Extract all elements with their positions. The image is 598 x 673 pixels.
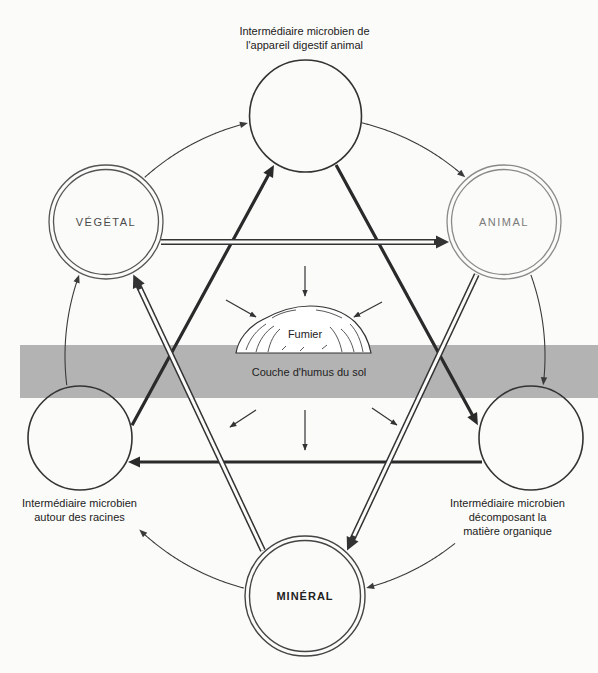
outer-ring: [28, 386, 132, 490]
flow-arrow: [230, 410, 256, 427]
hollow-triangle-arrow: [161, 236, 449, 249]
flow-arrow: [304, 410, 305, 450]
cycle-circle: Intermédiaire microbien décomposant la m…: [450, 383, 586, 538]
arrowhead: [133, 275, 145, 290]
node-label: Couche d'humus du sol: [251, 365, 367, 379]
flow-arrow: [354, 302, 382, 317]
arrowhead: [128, 457, 140, 468]
arrowhead: [541, 377, 547, 385]
dark-triangle-arrow: [336, 165, 478, 425]
circle-cycle-arrow: [531, 275, 547, 385]
connector-line: [65, 280, 77, 386]
connector-line: [132, 172, 270, 425]
arrowhead: [457, 170, 465, 178]
connector-inner-line: [140, 289, 263, 550]
connector-line: [371, 543, 455, 586]
manure-pile: [236, 306, 371, 353]
arrowhead: [74, 275, 80, 284]
node-label: Intermédiaire microbien autour des racin…: [19, 496, 141, 524]
arrowhead: [467, 412, 478, 425]
cycle-circle: MINÉRAL: [242, 533, 368, 659]
cycle-circle: Intermédiaire microbien de l'appareil di…: [230, 24, 381, 175]
cycle-circle: VÉGÉTAL: [46, 162, 166, 282]
arrowhead: [366, 583, 375, 589]
circle-cycle-arrow: [362, 123, 465, 177]
connector-line: [336, 165, 474, 418]
hollow-triangle-arrow: [347, 275, 477, 551]
cycle-circle: ANIMAL: [444, 162, 564, 282]
inner-ring: [452, 170, 557, 275]
outer-ring: [447, 165, 561, 279]
circle-cycle-arrow: [366, 543, 455, 589]
connector-line: [137, 282, 263, 551]
flow-arrow: [226, 300, 256, 317]
outer-ring: [245, 536, 365, 656]
connector-inner-line: [354, 275, 477, 536]
arrowhead: [263, 165, 274, 178]
flow-arrow: [372, 408, 397, 425]
node-label: VÉGÉTAL: [75, 215, 137, 229]
inner-ring: [54, 170, 159, 275]
node-label: MINÉRAL: [276, 589, 335, 603]
illustration-label: Fumier: [285, 327, 325, 341]
flow-arrow: [304, 266, 305, 296]
inner-ring: [250, 541, 361, 652]
node-label: Intermédiaire microbien décomposant la m…: [450, 496, 566, 538]
circle-cycle-arrow: [65, 275, 80, 385]
outer-ring: [249, 60, 361, 172]
hollow-triangle-arrow: [133, 275, 263, 551]
circle-cycle-arrow: [145, 122, 248, 177]
cycle-circle: Intermédiaire microbien autour des racin…: [19, 383, 142, 524]
circle-cycle-arrow: [139, 530, 244, 589]
connector-inner-line: [161, 241, 434, 244]
connector-line: [136, 460, 482, 463]
node-label: ANIMAL: [479, 215, 530, 229]
outer-ring: [479, 386, 583, 490]
connector-line: [161, 239, 441, 245]
connector-line: [531, 275, 545, 380]
outer-ring: [49, 165, 163, 279]
dark-triangle-arrow: [128, 457, 482, 468]
arrowhead: [239, 122, 248, 128]
arrowhead: [139, 530, 147, 538]
manure-hatching: [246, 310, 363, 352]
connector-line: [145, 124, 243, 177]
node-label: Intermédiaire microbien de l'appareil di…: [230, 24, 380, 52]
arrowhead: [436, 236, 449, 249]
dark-triangle-arrow: [132, 165, 274, 425]
connector-line: [143, 533, 244, 588]
connector-line: [362, 123, 461, 174]
arrowhead: [347, 536, 359, 551]
